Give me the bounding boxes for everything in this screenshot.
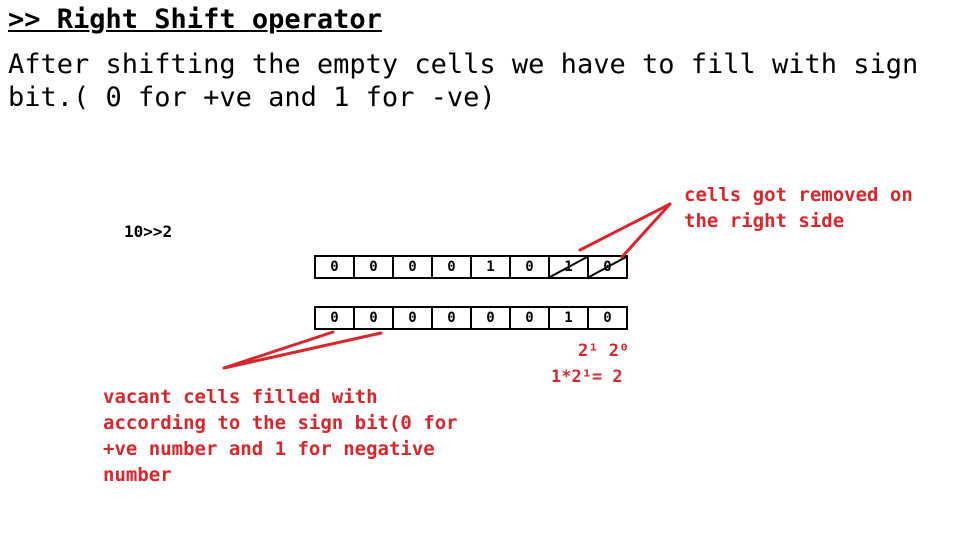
- bit-before-cell-value: 1: [486, 259, 495, 275]
- bit-after-cell: 0: [587, 306, 628, 330]
- bit-before-cell: 0: [587, 255, 628, 279]
- vacant-cells-note: vacant cells filled with according to th…: [103, 386, 458, 486]
- bit-before-cell-value: 0: [408, 259, 417, 275]
- bit-after-cell-value: 0: [330, 310, 339, 326]
- value-calculation: 1*2¹= 2: [551, 367, 623, 387]
- strike-through-mark: [549, 256, 588, 278]
- bit-before-cell-value: 0: [369, 259, 378, 275]
- removed-pointer-line-2: [620, 202, 672, 259]
- bit-before-cell: 0: [314, 255, 355, 279]
- vacant-pointer-line-1: [222, 330, 335, 370]
- bit-before-cell: 0: [509, 255, 550, 279]
- bit-after-cell-value: 0: [447, 310, 456, 326]
- bit-row-before: 00001010: [314, 255, 628, 279]
- shift-expression: 10>>2: [124, 222, 173, 241]
- bit-after-cell: 0: [392, 306, 433, 330]
- bit-before-cell: 0: [431, 255, 472, 279]
- bit-after-cell: 0: [470, 306, 511, 330]
- bit-before-cell: 0: [392, 255, 433, 279]
- bit-after-cell-value: 0: [486, 310, 495, 326]
- bit-after-cell-value: 0: [408, 310, 417, 326]
- removed-cells-note: cells got removed on the right side: [684, 184, 913, 232]
- bit-after-cell-value: 0: [369, 310, 378, 326]
- bit-after-cell-value: 0: [603, 310, 612, 326]
- bit-after-cell-value: 0: [525, 310, 534, 326]
- bit-before-cell: 1: [548, 255, 589, 279]
- description-text: After shifting the empty cells we have t…: [8, 49, 919, 113]
- bit-after-cell-value: 1: [564, 310, 573, 326]
- bit-before-cell-value: 0: [330, 259, 339, 275]
- strike-through-mark: [588, 256, 627, 278]
- page-title: >> Right Shift operator: [8, 4, 382, 35]
- bit-row-after: 0 0 0 0 0 0 1 0: [314, 306, 628, 330]
- bit-before-cell: 0: [353, 255, 394, 279]
- bit-after-cell: 1: [548, 306, 589, 330]
- bit-before-cell-value: 0: [447, 259, 456, 275]
- vacant-pointer-line-2: [222, 331, 383, 370]
- bit-after-cell: 0: [353, 306, 394, 330]
- removed-pointer-line-1: [578, 202, 672, 252]
- power-labels: 2¹ 2⁰: [578, 341, 630, 361]
- bit-before-cell: 1: [470, 255, 511, 279]
- bit-after-cell: 0: [509, 306, 550, 330]
- bit-before-cell-value: 0: [525, 259, 534, 275]
- bit-after-cell: 0: [431, 306, 472, 330]
- bit-after-cell: 0: [314, 306, 355, 330]
